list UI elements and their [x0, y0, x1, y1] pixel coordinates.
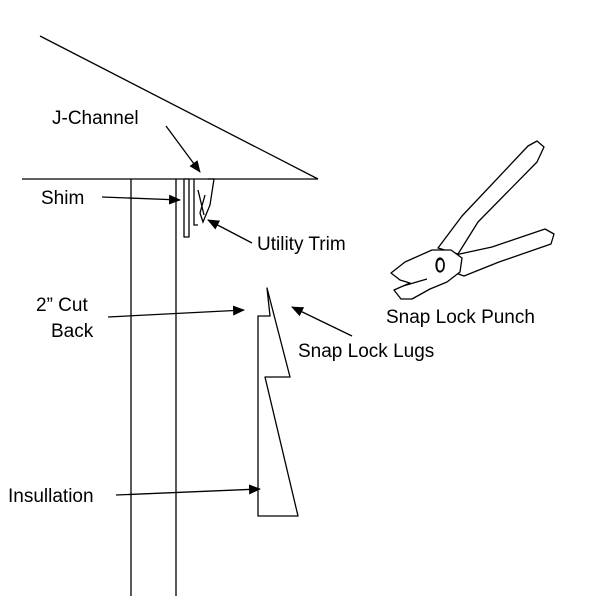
utility-trim-arrow — [207, 219, 253, 244]
label-j-channel: J-Channel — [52, 108, 139, 129]
j-channel-piece — [193, 179, 198, 226]
cut-back-arrow — [107, 305, 245, 318]
punch-upper-handle — [437, 140, 545, 255]
punch-jaw — [390, 249, 463, 300]
label-snap-lock-punch: Snap Lock Punch — [386, 307, 535, 328]
snap-lock-lugs-arrow — [291, 306, 353, 337]
punch-pivot — [435, 257, 445, 273]
siding-panel — [257, 287, 299, 517]
label-cut-back-line2: Back — [51, 321, 94, 342]
roof-line — [39, 35, 319, 180]
snap-lock-punch-tool: 0 — [390, 140, 555, 300]
utility-trim-edge — [197, 189, 205, 216]
shim-arrow — [101, 194, 181, 205]
j-channel-arrow — [165, 125, 201, 173]
utility-trim-piece — [199, 178, 215, 224]
label-snap-lock-lugs: Snap Lock Lugs — [298, 341, 434, 362]
label-shim: Shim — [41, 188, 84, 209]
label-cut-back-line1: 2” Cut — [36, 295, 88, 316]
shim-piece — [183, 178, 190, 238]
punch-jaw-line — [402, 278, 428, 287]
label-insulation: Insullation — [8, 486, 94, 507]
punch-mark: 0 — [435, 256, 446, 277]
label-utility-trim: Utility Trim — [257, 234, 346, 255]
insulation-arrow — [115, 484, 261, 496]
